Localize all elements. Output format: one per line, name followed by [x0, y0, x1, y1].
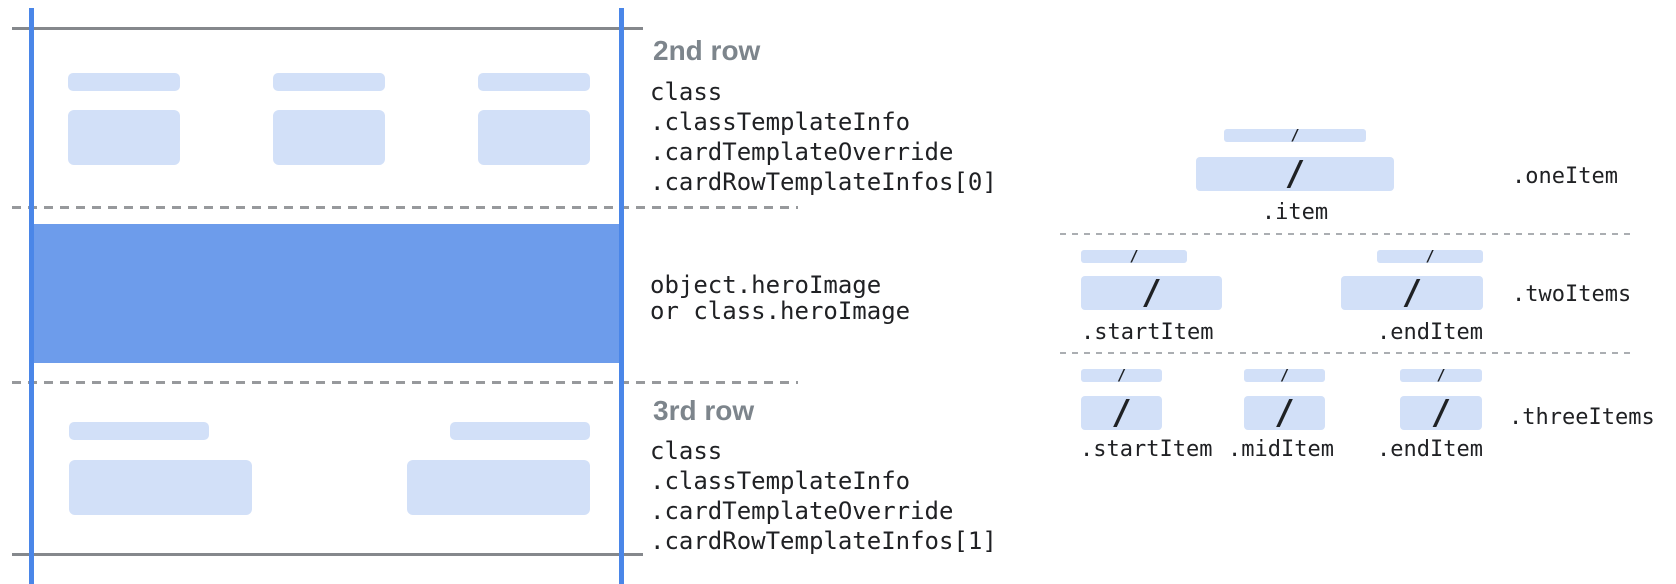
- item-value-box: /: [1244, 396, 1325, 430]
- item-caption: .item: [1261, 200, 1329, 225]
- code-line: class: [650, 78, 723, 106]
- end-item-caption: .endItem: [1377, 437, 1483, 462]
- code-line: .classTemplateInfo: [650, 467, 911, 495]
- item-label-bar: [69, 422, 209, 440]
- item-value-box: [478, 110, 590, 165]
- code-line: class: [650, 437, 723, 465]
- second-row-heading: 2nd row: [653, 35, 761, 66]
- item-label-bar: /: [1224, 126, 1366, 144]
- slash-icon: /: [1141, 273, 1162, 313]
- two-items-side-label: .twoItems: [1512, 282, 1632, 307]
- slash-icon: /: [1129, 247, 1139, 265]
- code-line: .cardTemplateOverride: [650, 497, 954, 525]
- card-top-edge-line: [12, 27, 643, 30]
- slash-icon: /: [1279, 366, 1290, 384]
- slash-icon: /: [1284, 154, 1306, 194]
- item-label-bar: /: [1081, 366, 1162, 384]
- card-left-guide-line: [29, 8, 34, 584]
- item-value-box: /: [1400, 396, 1482, 430]
- item-label-bar: [478, 73, 590, 91]
- slash-icon: /: [1290, 126, 1300, 144]
- item-value-box: /: [1081, 396, 1162, 430]
- item-value-box: /: [1081, 276, 1222, 310]
- layout-separator-dashed-line: [1060, 352, 1635, 354]
- item-value-box: [273, 110, 385, 165]
- row-separator-dashed-line: [12, 206, 798, 209]
- card-bottom-edge-line: [12, 553, 643, 556]
- third-row-heading: 3rd row: [653, 395, 755, 426]
- item-label-bar: /: [1377, 247, 1483, 265]
- start-item-caption: .startItem: [1080, 437, 1213, 462]
- slash-icon: /: [1425, 247, 1435, 265]
- item-label-bar: [68, 73, 180, 91]
- item-label-bar: [450, 422, 590, 440]
- card-right-guide-line: [619, 8, 624, 584]
- item-label-bar: [273, 73, 385, 91]
- slash-icon: /: [1436, 366, 1446, 384]
- code-line: .cardRowTemplateInfos[1]: [650, 527, 997, 555]
- three-items-side-label: .threeItems: [1509, 405, 1655, 430]
- slash-icon: /: [1111, 393, 1132, 433]
- start-item-caption: .startItem: [1081, 320, 1214, 345]
- mid-item-caption: .midItem: [1228, 437, 1334, 462]
- row-separator-dashed-line: [12, 381, 798, 384]
- item-value-box: [407, 460, 590, 515]
- layout-separator-dashed-line: [1060, 233, 1635, 235]
- code-line: or class.heroImage: [650, 297, 911, 325]
- item-label-bar: /: [1081, 247, 1187, 265]
- slash-icon: /: [1430, 393, 1452, 433]
- item-value-box: /: [1196, 157, 1394, 191]
- item-value-box: [68, 110, 180, 165]
- code-line: .cardRowTemplateInfos[0]: [650, 168, 997, 196]
- item-label-bar: /: [1244, 366, 1325, 384]
- code-line: .classTemplateInfo: [650, 108, 911, 136]
- item-label-bar: /: [1400, 366, 1482, 384]
- item-value-box: /: [1341, 276, 1483, 310]
- code-line: .cardTemplateOverride: [650, 138, 954, 166]
- hero-image-placeholder: [29, 224, 624, 363]
- item-value-box: [69, 460, 252, 515]
- slash-icon: /: [1274, 393, 1295, 433]
- slash-icon: /: [1116, 366, 1127, 384]
- slash-icon: /: [1401, 273, 1423, 313]
- code-line: object.heroImage: [650, 271, 882, 299]
- end-item-caption: .endItem: [1377, 320, 1483, 345]
- one-item-side-label: .oneItem: [1512, 164, 1618, 189]
